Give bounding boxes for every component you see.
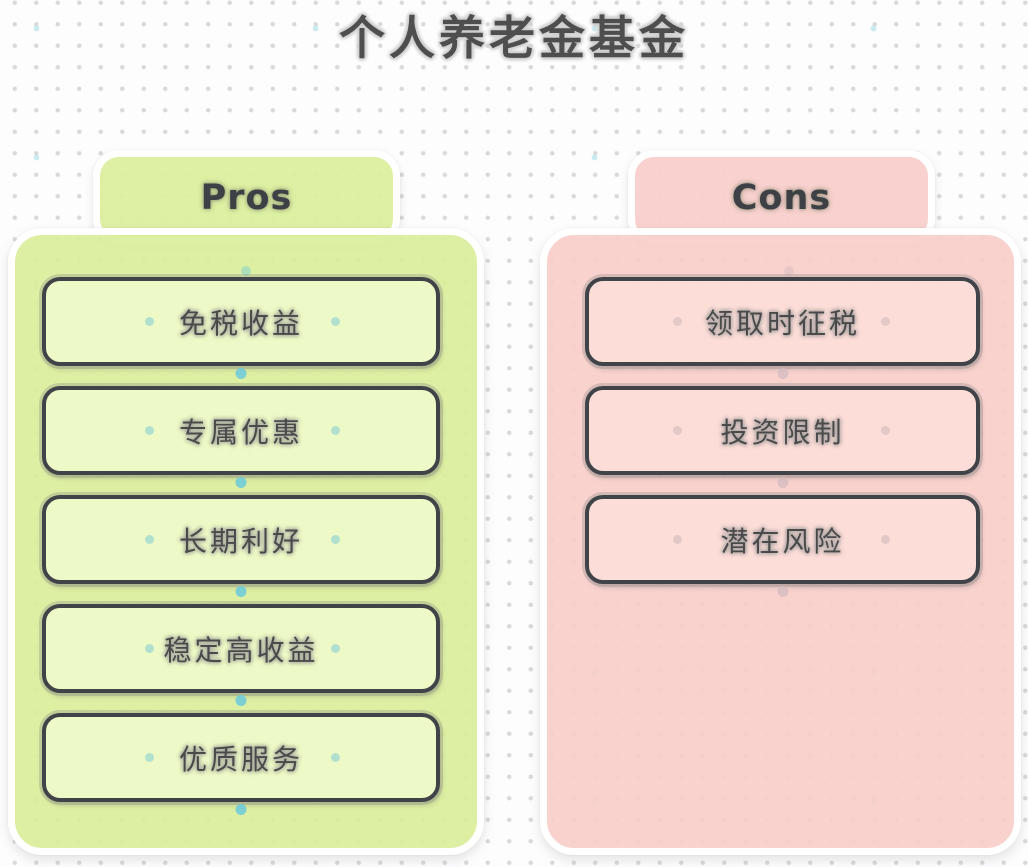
cons-card: 领取时征税 投资限制 潜在风险 (540, 228, 1021, 855)
connector-dot (235, 368, 247, 379)
connector-dot (777, 477, 788, 488)
cons-item-label: 领取时征税 (704, 306, 860, 340)
pros-item-label: 优质服务 (178, 742, 303, 776)
cons-item-2: 投资限制 (585, 386, 980, 488)
pros-item-label: 长期利好 (178, 524, 303, 558)
pros-header-label: Pros (200, 177, 293, 218)
diagram-title: 个人养老金基金 (339, 11, 689, 65)
connector-dot (235, 586, 247, 597)
cons-item-label: 投资限制 (720, 415, 845, 449)
connector-dot (235, 695, 247, 706)
pros-item-3: 长期利好 (42, 495, 440, 597)
pros-item-1: 免税收益 (42, 277, 440, 379)
cons-item-1: 领取时征税 (585, 277, 980, 379)
connector-dot (777, 368, 788, 379)
cons-items-list: 领取时征税 投资限制 潜在风险 (585, 266, 1014, 597)
connector-dot (235, 804, 247, 815)
pros-item-label: 稳定高收益 (163, 633, 319, 667)
cons-header-label: Cons (731, 177, 832, 218)
pros-item-4: 稳定高收益 (42, 604, 440, 706)
pros-card: 免税收益 专属优惠 长期利好 稳定高收益 优质服务 (8, 228, 484, 855)
pros-item-label: 专属优惠 (178, 415, 303, 449)
connector-dot (777, 586, 788, 597)
cons-item-3: 潜在风险 (585, 495, 980, 597)
connector-dot (235, 477, 247, 488)
pros-item-5: 优质服务 (42, 713, 440, 815)
pros-item-2: 专属优惠 (42, 386, 440, 488)
pros-item-label: 免税收益 (178, 306, 303, 340)
cons-item-label: 潜在风险 (720, 524, 845, 558)
pros-items-list: 免税收益 专属优惠 长期利好 稳定高收益 优质服务 (42, 266, 477, 815)
